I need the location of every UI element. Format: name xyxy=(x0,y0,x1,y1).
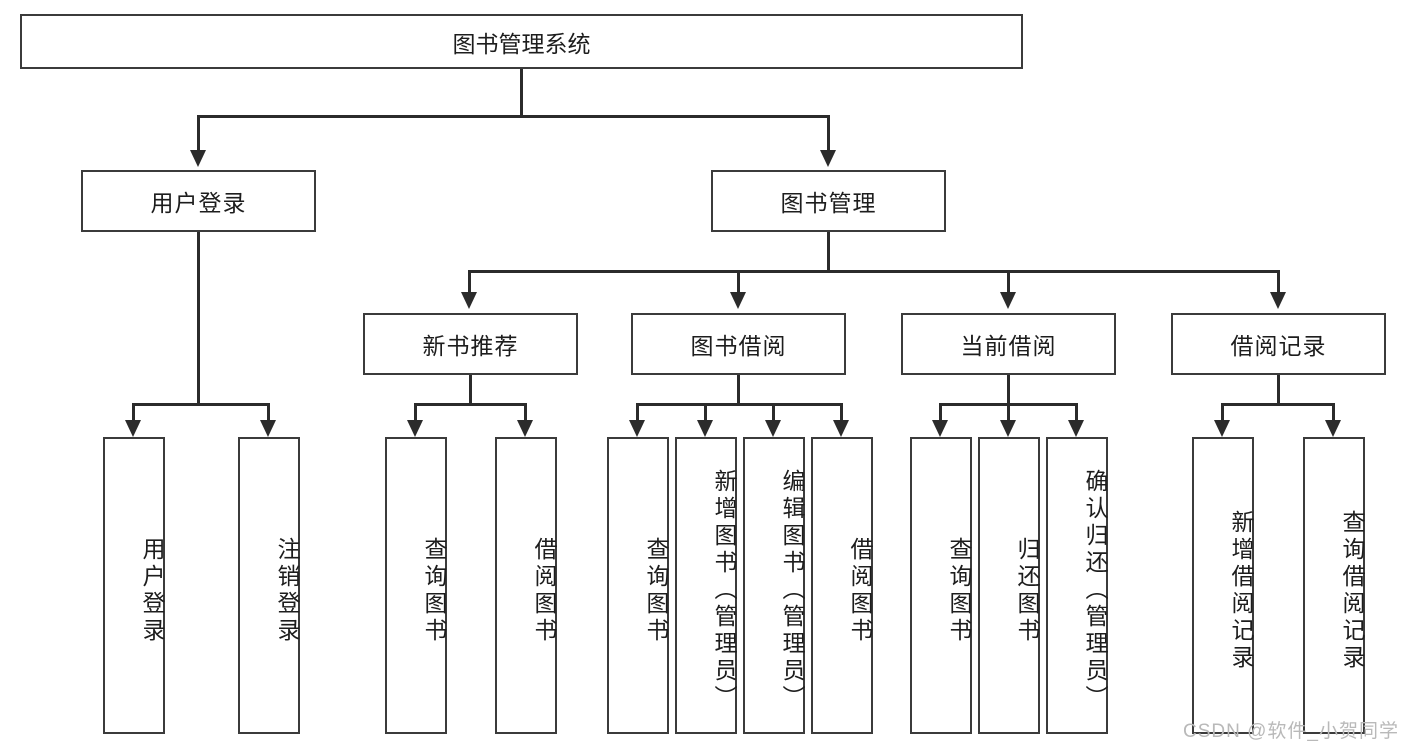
leaf-new-book-query[interactable]: 查询图书 xyxy=(385,437,447,734)
leaf-current-borrow-query[interactable]: 查询图书 xyxy=(910,437,972,734)
leaf-user-login-login[interactable]: 用户登录 xyxy=(103,437,165,734)
arrow-current-borrow-leaf-1 xyxy=(932,420,948,437)
node-user-login[interactable]: 用户登录 xyxy=(81,170,316,232)
leaf-book-borrow-add[interactable]: 新增图书（管理员） xyxy=(675,437,737,734)
edge-borrow-record-bus xyxy=(1221,403,1335,406)
leaf-book-borrow-query[interactable]: 查询图书 xyxy=(607,437,669,734)
edge-book-borrow-drop-3 xyxy=(772,403,775,425)
leaf-book-borrow-edit[interactable]: 编辑图书（管理员） xyxy=(743,437,805,734)
edge-current-borrow-drop-2 xyxy=(1007,403,1010,425)
edge-book-manage-drop-3 xyxy=(1007,270,1010,294)
edge-book-manage-drop-4 xyxy=(1277,270,1280,294)
edge-current-borrow-drop-1 xyxy=(939,403,942,425)
arrow-book-manage-to-borrow xyxy=(730,292,746,309)
edge-book-manage-bus xyxy=(468,270,1280,273)
leaf-new-book-borrow[interactable]: 借阅图书 xyxy=(495,437,557,734)
arrow-book-manage-to-new-book xyxy=(461,292,477,309)
edge-current-borrow-drop-3 xyxy=(1075,403,1078,425)
edge-book-borrow-bus xyxy=(636,403,843,406)
edge-user-login-drop-1 xyxy=(132,403,135,425)
edge-root-stem xyxy=(520,69,523,117)
edge-user-login-drop-2 xyxy=(267,403,270,425)
arrow-new-book-leaf-1 xyxy=(407,420,423,437)
leaf-borrow-record-query[interactable]: 查询借阅记录 xyxy=(1303,437,1365,734)
node-book-management[interactable]: 图书管理 xyxy=(711,170,946,232)
leaf-user-login-logout[interactable]: 注销登录 xyxy=(238,437,300,734)
leaf-borrow-record-add[interactable]: 新增借阅记录 xyxy=(1192,437,1254,734)
edge-user-login-bus xyxy=(132,403,270,406)
arrow-book-borrow-leaf-1 xyxy=(629,420,645,437)
node-root-system[interactable]: 图书管理系统 xyxy=(20,14,1023,69)
arrow-borrow-record-leaf-1 xyxy=(1214,420,1230,437)
node-borrow-record[interactable]: 借阅记录 xyxy=(1171,313,1386,375)
edge-book-borrow-drop-2 xyxy=(704,403,707,425)
leaf-book-borrow-borrow[interactable]: 借阅图书 xyxy=(811,437,873,734)
arrow-current-borrow-leaf-2 xyxy=(1000,420,1016,437)
edge-root-to-user-login xyxy=(197,115,200,151)
leaf-current-borrow-return[interactable]: 归还图书 xyxy=(978,437,1040,734)
arrow-book-manage-to-current xyxy=(1000,292,1016,309)
arrow-current-borrow-leaf-3 xyxy=(1068,420,1084,437)
edge-new-book-drop-1 xyxy=(414,403,417,425)
csdn-watermark: CSDN @软件_小贺同学 xyxy=(1183,721,1399,742)
edge-book-manage-stem xyxy=(827,232,830,272)
arrow-borrow-record-leaf-2 xyxy=(1325,420,1341,437)
arrow-book-borrow-leaf-2 xyxy=(697,420,713,437)
edge-new-book-stem xyxy=(469,375,472,405)
edge-user-login-stem xyxy=(197,232,200,405)
edge-book-manage-drop-1 xyxy=(468,270,471,294)
arrow-book-manage-to-record xyxy=(1270,292,1286,309)
arrow-book-borrow-leaf-3 xyxy=(765,420,781,437)
edge-borrow-record-stem xyxy=(1277,375,1280,405)
edge-book-borrow-drop-1 xyxy=(636,403,639,425)
node-current-borrow[interactable]: 当前借阅 xyxy=(901,313,1116,375)
edge-root-to-book-manage xyxy=(827,115,830,151)
edge-new-book-bus xyxy=(414,403,527,406)
arrow-root-to-book-manage xyxy=(820,150,836,167)
arrow-root-to-user-login xyxy=(190,150,206,167)
node-book-borrow[interactable]: 图书借阅 xyxy=(631,313,846,375)
edge-current-borrow-stem xyxy=(1007,375,1010,405)
arrow-user-login-leaf-2 xyxy=(260,420,276,437)
edge-book-borrow-stem xyxy=(737,375,740,405)
edge-root-bus xyxy=(197,115,830,118)
edge-book-manage-drop-2 xyxy=(737,270,740,294)
edge-book-borrow-drop-4 xyxy=(840,403,843,425)
node-new-book-recommend[interactable]: 新书推荐 xyxy=(363,313,578,375)
edge-borrow-record-drop-1 xyxy=(1221,403,1224,425)
edge-borrow-record-drop-2 xyxy=(1332,403,1335,425)
arrow-user-login-leaf-1 xyxy=(125,420,141,437)
arrow-book-borrow-leaf-4 xyxy=(833,420,849,437)
leaf-current-borrow-confirm-return[interactable]: 确认归还（管理员） xyxy=(1046,437,1108,734)
arrow-new-book-leaf-2 xyxy=(517,420,533,437)
edge-new-book-drop-2 xyxy=(524,403,527,425)
